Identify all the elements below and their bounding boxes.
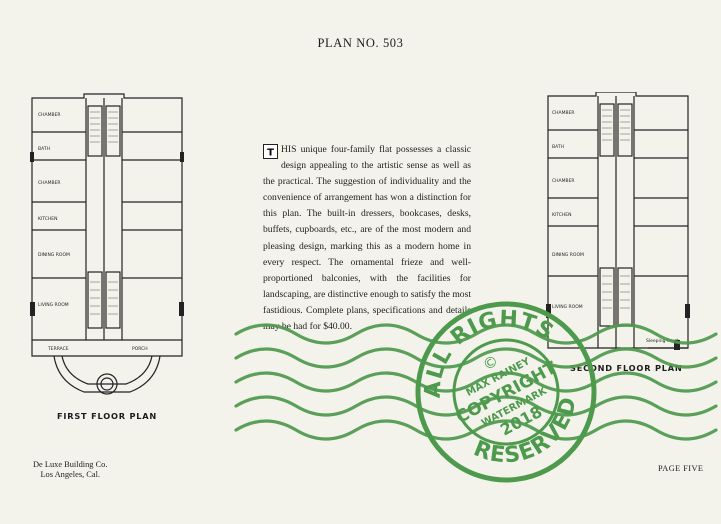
first-floor-plan-drawing: CHAMBER BATH CHAMBER KITCHEN DINING ROOM… — [30, 93, 184, 395]
room-label: Sleeping Porch — [646, 338, 679, 344]
room-label: CHAMBER — [552, 178, 575, 184]
room-label: LIVING ROOM — [552, 304, 583, 310]
plan-description: T HIS unique four-family flat possesses … — [263, 142, 471, 335]
first-floor-label: FIRST FLOOR PLAN — [57, 411, 158, 421]
page-number: PAGE FIVE — [658, 464, 704, 473]
second-floor-plan-drawing: CHAMBER BATH CHAMBER KITCHEN DINING ROOM… — [546, 92, 690, 350]
publisher-name: De Luxe Building Co. — [33, 460, 108, 469]
watermark-copyright: COPYRIGHT — [453, 358, 561, 428]
watermark-word: WATERMARK — [480, 385, 550, 429]
room-label: BATH — [38, 146, 50, 152]
watermark-owner: MAX RAINEY — [465, 356, 533, 399]
room-label: BATH — [552, 144, 564, 150]
room-label: LIVING ROOM — [38, 302, 69, 308]
dropcap-ornament: T — [263, 144, 278, 159]
publisher-location: Los Angeles, Cal. — [40, 470, 100, 479]
room-label: CHAMBER — [552, 110, 575, 116]
room-label: DINING ROOM — [552, 252, 584, 258]
svg-text:T: T — [267, 148, 274, 158]
room-label: KITCHEN — [552, 212, 572, 218]
watermark-year: 2018 — [497, 402, 545, 440]
room-label: CHAMBER — [38, 180, 61, 186]
room-label: TERRACE — [47, 346, 69, 352]
publisher-footer: De Luxe Building Co. Los Angeles, Cal. — [33, 460, 107, 480]
watermark-bottom-arc: RESERVED — [462, 385, 598, 489]
copyright-symbol: © — [480, 351, 502, 374]
description-text: HIS unique four-family flat possesses a … — [263, 144, 471, 333]
second-floor-label: SECOND FLOOR PLAN — [570, 363, 683, 373]
plan-title: PLAN NO. 503 — [317, 36, 404, 50]
room-label: DINING ROOM — [38, 252, 70, 258]
room-label: PORCH — [132, 346, 148, 352]
room-label: KITCHEN — [38, 216, 58, 222]
room-label: CHAMBER — [38, 112, 61, 118]
